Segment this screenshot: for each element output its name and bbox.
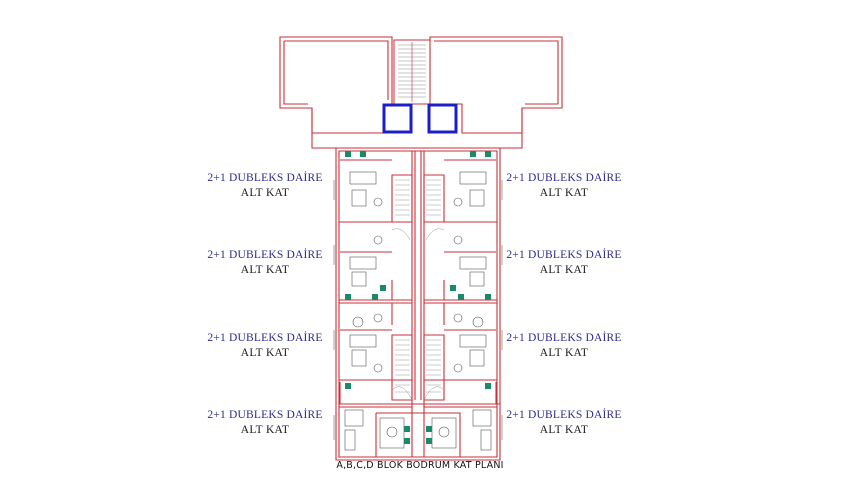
unit-title: 2+1 DUBLEKS DAİRE bbox=[506, 409, 622, 421]
unit-subtitle: ALT KAT bbox=[539, 347, 589, 359]
terrace-left-inner bbox=[283, 40, 389, 105]
wet-areas bbox=[345, 151, 491, 444]
elevator-shafts bbox=[382, 103, 458, 134]
block-outline-inner bbox=[338, 150, 498, 458]
unit-label-right-4: 2+1 DUBLEKS DAİRE ALT KAT bbox=[494, 408, 634, 438]
terrace-right-inner bbox=[434, 40, 559, 105]
unit-divider-2 bbox=[339, 299, 497, 304]
terrace-bottom-right bbox=[500, 107, 562, 149]
plan-caption: A,B,C,D BLOK BODRUM KAT PLANI bbox=[336, 460, 504, 471]
unit-label-left-4: 2+1 DUBLEKS DAİRE ALT KAT bbox=[195, 408, 335, 438]
partition-lines bbox=[339, 159, 497, 404]
bottom-annex bbox=[375, 412, 461, 457]
unit-subtitle: ALT KAT bbox=[539, 264, 589, 276]
unit-title: 2+1 DUBLEKS DAİRE bbox=[207, 332, 323, 344]
elevator-right bbox=[427, 103, 458, 134]
unit-title: 2+1 DUBLEKS DAİRE bbox=[207, 249, 323, 261]
stair-left-upper bbox=[391, 174, 413, 223]
elevator-left bbox=[382, 103, 413, 134]
unit-subtitle: ALT KAT bbox=[240, 187, 290, 199]
terrace-bottom-left bbox=[280, 107, 336, 149]
unit-stairs bbox=[391, 179, 445, 401]
unit-subtitle: ALT KAT bbox=[539, 424, 589, 436]
furniture bbox=[344, 171, 492, 451]
entrance-stair bbox=[393, 39, 431, 105]
stair-right-upper bbox=[423, 174, 445, 223]
unit-label-left-3: 2+1 DUBLEKS DAİRE ALT KAT bbox=[195, 331, 335, 361]
unit-title: 2+1 DUBLEKS DAİRE bbox=[506, 249, 622, 261]
stair-right-lower bbox=[423, 334, 445, 401]
terrace-left bbox=[279, 36, 393, 134]
unit-divider-4 bbox=[339, 403, 500, 408]
unit-title: 2+1 DUBLEKS DAİRE bbox=[207, 409, 323, 421]
windows bbox=[333, 180, 503, 440]
block-outline bbox=[335, 147, 501, 461]
terrace-right bbox=[429, 36, 563, 134]
unit-subtitle: ALT KAT bbox=[240, 424, 290, 436]
unit-label-left-2: 2+1 DUBLEKS DAİRE ALT KAT bbox=[195, 248, 335, 278]
unit-label-left-1: 2+1 DUBLEKS DAİRE ALT KAT bbox=[195, 171, 335, 201]
unit-label-right-3: 2+1 DUBLEKS DAİRE ALT KAT bbox=[494, 331, 634, 361]
unit-title: 2+1 DUBLEKS DAİRE bbox=[506, 332, 622, 344]
unit-title: 2+1 DUBLEKS DAİRE bbox=[207, 172, 323, 184]
unit-subtitle: ALT KAT bbox=[240, 347, 290, 359]
unit-subtitle: ALT KAT bbox=[539, 187, 589, 199]
unit-label-right-2: 2+1 DUBLEKS DAİRE ALT KAT bbox=[494, 248, 634, 278]
unit-subtitle: ALT KAT bbox=[240, 264, 290, 276]
wall-lines bbox=[279, 36, 563, 461]
unit-label-right-1: 2+1 DUBLEKS DAİRE ALT KAT bbox=[494, 171, 634, 201]
unit-title: 2+1 DUBLEKS DAİRE bbox=[506, 172, 622, 184]
